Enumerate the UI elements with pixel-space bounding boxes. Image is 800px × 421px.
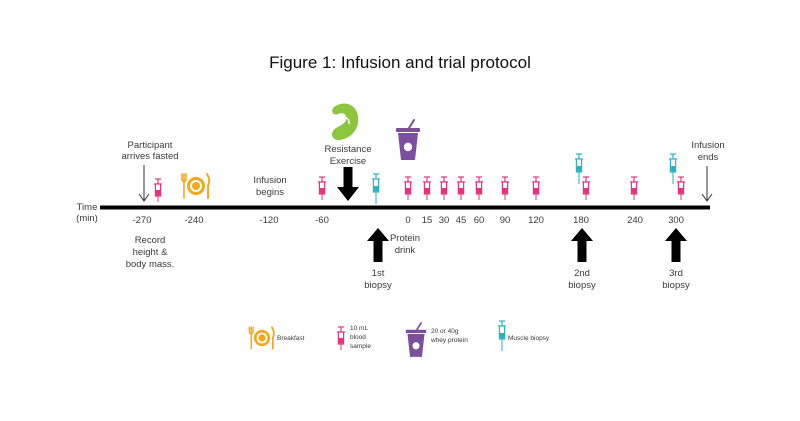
blood-syringe-icon — [581, 176, 591, 201]
legend-blood: sample — [350, 343, 371, 350]
legend-protein: 20 or 40g — [431, 328, 459, 335]
blood-syringe-icon — [676, 176, 686, 201]
tick-label: 180 — [573, 215, 589, 226]
resistance-label: Exercise — [330, 156, 366, 167]
biopsy3-label: biopsy — [662, 280, 690, 291]
legend-protein: whey protein — [430, 337, 468, 344]
record-label: body mass. — [126, 259, 175, 270]
breakfast-icon — [248, 326, 275, 350]
tick-label: 45 — [456, 215, 467, 226]
muscle-syringe-icon — [574, 153, 584, 185]
breakfast-icon — [181, 173, 211, 199]
muscle-syringe-icon — [371, 173, 381, 205]
biopsy1-label: 1st — [372, 268, 385, 279]
tick-label: -240 — [184, 215, 203, 226]
up-arrow-icon — [665, 228, 687, 262]
biopsy3-label: 3rd — [669, 268, 683, 279]
legend: Breakfast 10 mL blood sample 20 or 40g w… — [248, 320, 550, 358]
blood-syringe-icon — [456, 176, 466, 201]
participant-label: arrives fasted — [121, 151, 178, 162]
infusion-ends-arrow-icon — [701, 166, 713, 202]
blood-syringe-icon — [336, 326, 346, 351]
protein-cup-icon — [395, 119, 421, 161]
biopsy1-label: biopsy — [364, 280, 392, 291]
down-arrow-icon — [337, 167, 359, 201]
blood-syringe-icon — [629, 176, 639, 201]
infusion-begins-label: begins — [256, 187, 284, 198]
tick-label: 90 — [500, 215, 511, 226]
muscle-syringe-icon — [497, 320, 507, 352]
tick-label: -120 — [259, 215, 278, 226]
tick-label: 30 — [439, 215, 450, 226]
legend-breakfast: Breakfast — [277, 335, 305, 342]
muscle-syringe-icon — [668, 153, 678, 185]
tick-label: 0 — [405, 215, 410, 226]
infusion-ends-label: Infusion — [691, 140, 724, 151]
participant-label: Participant — [128, 140, 173, 151]
blood-syringe-icon — [153, 178, 163, 203]
tick-labels: -270 -240 -120 -60 0 15 30 45 60 90 120 … — [132, 215, 683, 226]
tick-label: 240 — [627, 215, 643, 226]
tick-label: 60 — [474, 215, 485, 226]
up-arrow-icon — [367, 228, 389, 262]
tick-label: -60 — [315, 215, 329, 226]
tick-label: 15 — [422, 215, 433, 226]
biopsy2-label: 2nd — [574, 268, 590, 279]
record-label: Record — [135, 235, 166, 246]
tick-label: -270 — [132, 215, 151, 226]
flexed-arm-icon — [331, 103, 359, 141]
tick-label: 120 — [528, 215, 544, 226]
legend-blood: blood — [350, 334, 366, 341]
legend-blood: 10 mL — [350, 325, 368, 332]
up-arrow-icon — [571, 228, 593, 262]
blood-syringe-icon — [439, 176, 449, 201]
infusion-begins-label: Infusion — [253, 175, 286, 186]
record-label: height & — [133, 247, 169, 258]
blood-syringe-icon — [403, 176, 413, 201]
participant-arrow-icon — [138, 165, 150, 202]
axis-label-time: Time — [77, 202, 98, 213]
resistance-label: Resistance — [325, 144, 372, 155]
tick-label: 300 — [668, 215, 684, 226]
protein-drink-label: Protein — [390, 233, 420, 244]
figure-title: Figure 1: Infusion and trial protocol — [269, 53, 531, 72]
infusion-ends-label: ends — [698, 152, 719, 163]
blood-syringe-icon — [474, 176, 484, 201]
biopsy2-label: biopsy — [568, 280, 596, 291]
blood-syringe-icon — [500, 176, 510, 201]
protein-drink-label: drink — [395, 245, 416, 256]
legend-muscle: Muscle biopsy — [508, 335, 550, 342]
blood-syringe-icon — [422, 176, 432, 201]
blood-syringe-icon — [317, 176, 327, 201]
axis-label-unit: (min) — [76, 213, 98, 224]
blood-syringe-icon — [531, 176, 541, 201]
protein-cup-icon — [404, 322, 428, 358]
